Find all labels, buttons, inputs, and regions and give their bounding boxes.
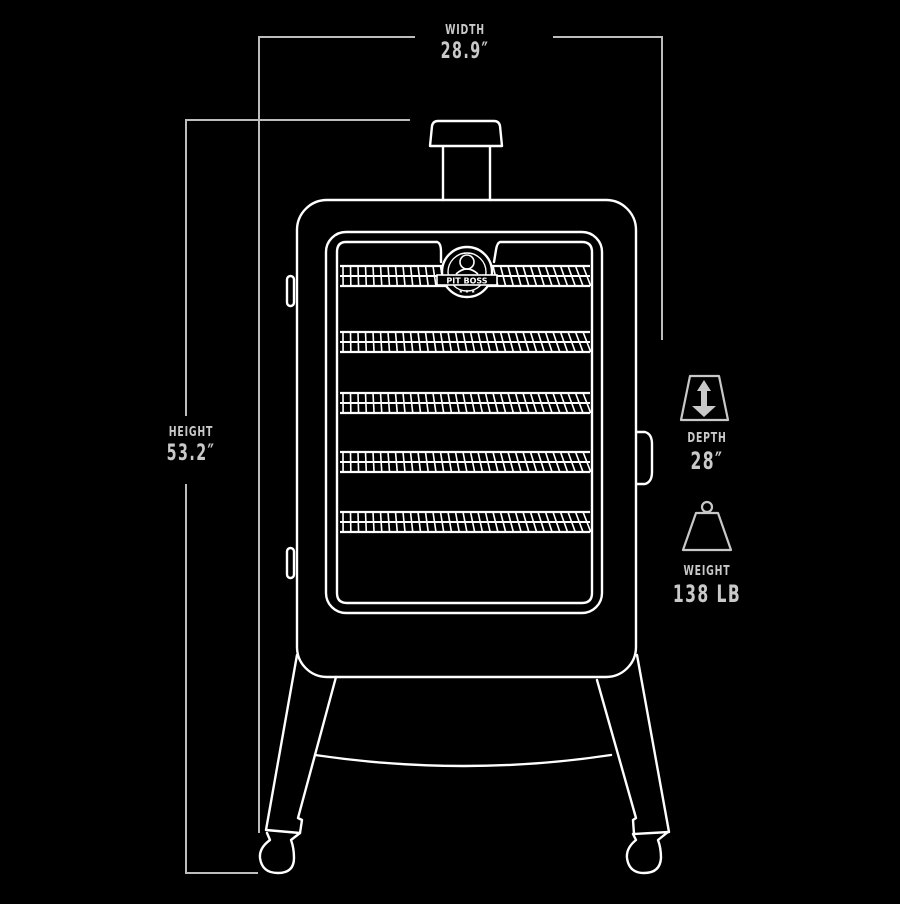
rack-shelf <box>340 512 591 532</box>
rack-shelf <box>340 452 591 472</box>
brand-badge: PIT BOSS ★ ★ ★ <box>437 247 497 297</box>
depth-name: DEPTH <box>659 432 755 445</box>
badge-text: PIT BOSS <box>446 277 487 286</box>
height-name: HEIGHT <box>144 426 238 439</box>
rack-shelf <box>340 332 591 352</box>
height-value: 53.2″ <box>149 443 234 465</box>
legs <box>266 655 669 834</box>
depth-value: 28″ <box>664 449 750 473</box>
casters <box>260 832 668 873</box>
depth-label: DEPTH 28″ <box>647 432 767 473</box>
cooking-racks <box>340 266 591 532</box>
weight-label: WEIGHT 138 LB <box>647 565 767 606</box>
chimney <box>430 121 502 200</box>
svg-text:★ ★ ★: ★ ★ ★ <box>459 289 476 295</box>
height-label: HEIGHT 53.2″ <box>132 426 250 465</box>
width-label: WIDTH 28.9″ <box>405 24 525 63</box>
depth-arrow-icon <box>681 376 728 420</box>
width-value: 28.9″ <box>422 41 508 63</box>
left-hinges <box>287 276 294 578</box>
weight-name: WEIGHT <box>659 565 755 578</box>
weight-value: 138 LB <box>664 582 750 606</box>
rack-shelf <box>340 393 591 413</box>
rack <box>340 266 591 532</box>
weight-icon <box>683 502 731 550</box>
width-name: WIDTH <box>417 24 513 37</box>
